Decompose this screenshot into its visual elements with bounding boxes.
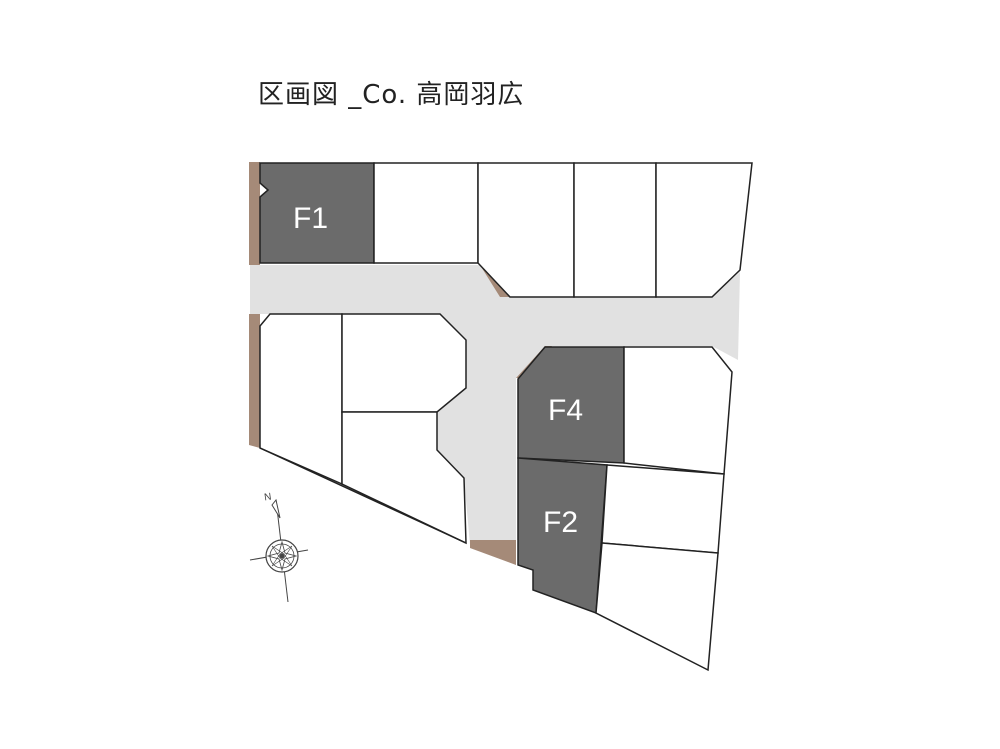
lot-left-3[interactable] xyxy=(341,411,467,545)
lot-right-2[interactable] xyxy=(601,464,725,554)
lot-f4-label: F4 xyxy=(548,394,583,427)
lot-top-4[interactable] xyxy=(573,162,657,298)
compass-rose-icon: N xyxy=(249,492,309,603)
lot-left-1[interactable] xyxy=(259,313,343,486)
compass-north-label: N xyxy=(263,492,272,504)
lot-f1-label: F1 xyxy=(293,202,328,235)
lot-right-3[interactable] xyxy=(595,542,719,672)
lot-right-1[interactable] xyxy=(623,346,733,475)
lot-f4[interactable] xyxy=(517,346,625,464)
road-area xyxy=(250,265,740,565)
lot-top-3[interactable] xyxy=(477,162,575,298)
site-boundary xyxy=(259,447,467,544)
boundary-strip xyxy=(249,314,260,448)
lot-top-2[interactable] xyxy=(373,162,479,264)
lot-top-5[interactable] xyxy=(655,162,753,298)
boundary-strip xyxy=(249,162,260,265)
lot-f2-label: F2 xyxy=(543,506,578,539)
page-title: 区画図 _Co. 高岡羽広 xyxy=(258,80,525,110)
lot-left-2[interactable] xyxy=(341,313,467,413)
boundary-strip xyxy=(470,540,516,565)
